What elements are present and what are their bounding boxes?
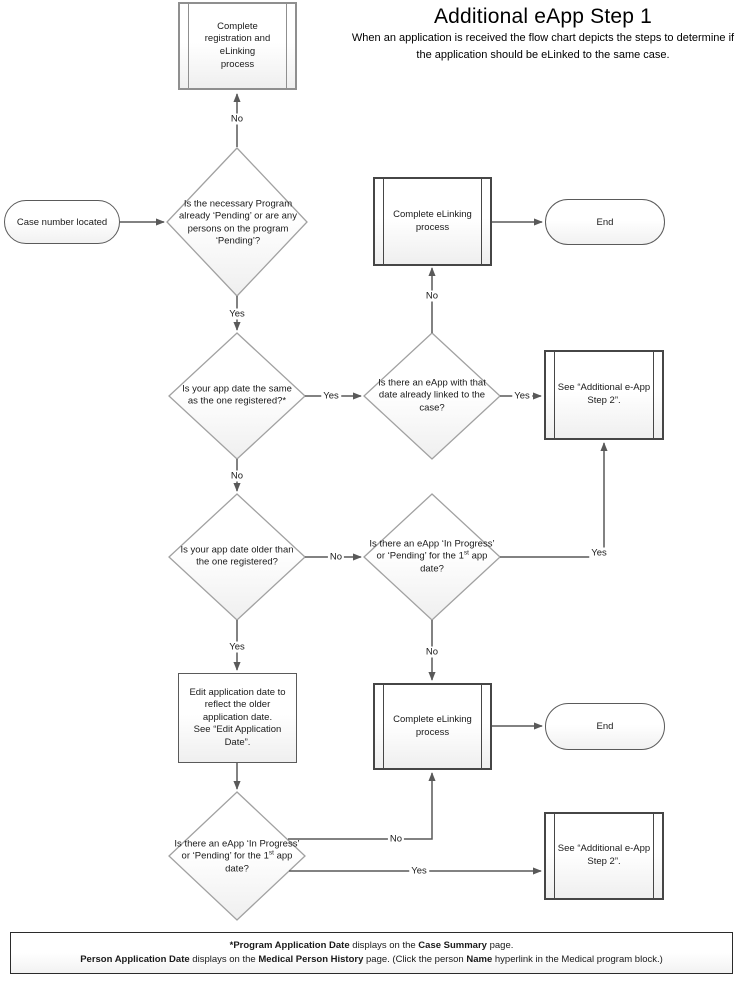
footnote-line2-bold-medical-person-history: Medical Person History — [258, 954, 364, 965]
process-edit-application-date-label: Edit application date to reflect the old… — [189, 686, 286, 748]
subprocess-see-additional-step2-1: See “Additional e-App Step 2”. — [544, 350, 664, 440]
footnote-line1-bold-case-summary: Case Summary — [418, 939, 487, 951]
terminator-end-1-label: End — [596, 216, 614, 228]
decision-inprogress-2-text: Is there an eApp ‘In Progress’ or ‘Pendi… — [174, 838, 300, 862]
subprocess-see-additional-step2-2: See “Additional e-App Step 2”. — [544, 812, 664, 900]
subprocess-complete-elinking-1: Complete eLinking process — [373, 177, 492, 266]
decision-inprogress-2-text2: app date? — [225, 850, 293, 875]
terminator-case-number-located-label: Case number located — [16, 216, 108, 228]
edge-label-no-d4-d5: No — [327, 551, 345, 563]
subprocess-see-additional-step2-1-label: See “Additional e-App Step 2”. — [557, 382, 651, 406]
decision-inprogress-1-superscript: st — [463, 549, 469, 557]
decision-inprogress-2-superscript: st — [268, 849, 274, 857]
decision-shape-eapp-linked — [363, 332, 501, 460]
subprocess-complete-registration-label: Complete registration and eLinking proce… — [204, 20, 271, 70]
decision-eapp-linked-label: Is there an eApp with that date already … — [378, 377, 486, 414]
edge-label-no-d1-register: No — [228, 113, 246, 125]
edge-label-no-d6-elink2: No — [387, 833, 405, 845]
subprocess-complete-registration: Complete registration and eLinking proce… — [178, 2, 297, 90]
footnote-line1-bold-program-app-date: *Program Application Date — [229, 939, 350, 951]
page-title: Additional eApp Step 1 — [433, 5, 653, 28]
footnote-line-2: Person Application Date displays on the … — [11, 953, 732, 967]
footnote-line-1: *Program Application Date displays on th… — [11, 939, 732, 953]
edge-label-yes-d2-d3: Yes — [321, 390, 341, 402]
footnote-line2-text-1: displays on the — [189, 954, 259, 965]
decision-same-date-label: Is your app date the same as the one reg… — [182, 383, 292, 407]
process-edit-application-date: Edit application date to reflect the old… — [178, 673, 297, 763]
terminator-end-1: End — [545, 199, 665, 245]
decision-shape-inprogress-2 — [168, 791, 306, 921]
footnote-box: *Program Application Date displays on th… — [10, 932, 733, 974]
footnote-line1-text-1: displays on the — [349, 939, 419, 951]
edge-label-yes-d1-d2: Yes — [227, 308, 247, 320]
decision-inprogress-2-label: Is there an eApp ‘In Progress’ or ‘Pendi… — [174, 838, 300, 875]
subprocess-see-additional-step2-2-label: See “Additional e-App Step 2”. — [557, 843, 651, 867]
edge-label-yes-d4-edit: Yes — [227, 641, 247, 653]
decision-inprogress-1-text2: app date? — [420, 550, 488, 575]
footnote-line2-text-2: page. (Click the person — [363, 954, 467, 965]
footnote-line2-text-3: hyperlink in the Medical program block.) — [492, 954, 663, 965]
footnote-line1-text-2: page. — [486, 939, 514, 951]
edge-label-yes-d3-see1: Yes — [512, 390, 532, 402]
terminator-end-2: End — [545, 703, 665, 750]
connector-d5-to-see1 — [500, 442, 608, 558]
decision-program-pending-label: Is the necessary Program already ‘Pendin… — [179, 198, 297, 247]
page-subtitle: When an application is received the flow… — [351, 32, 735, 61]
subprocess-complete-elinking-1-label: Complete eLinking process — [393, 208, 472, 233]
decision-inprogress-1-label: Is there an eApp ‘In Progress’ or ‘Pendi… — [369, 538, 495, 575]
terminator-case-number-located: Case number located — [4, 200, 120, 244]
footnote-line2-bold-person-app-date: Person Application Date — [80, 954, 190, 965]
title-block: Additional eApp Step 1 When an applicati… — [348, 5, 738, 63]
decision-inprogress-1-text: Is there an eApp ‘In Progress’ or ‘Pendi… — [369, 538, 495, 562]
edge-label-yes-d6-see2: Yes — [409, 865, 429, 877]
subprocess-complete-elinking-2: Complete eLinking process — [373, 683, 492, 770]
footnote-line2-bold-name: Name — [466, 954, 493, 965]
edge-label-no-d2-d4: No — [228, 470, 246, 482]
edge-label-yes-d5-see1: Yes — [589, 547, 609, 559]
terminator-end-2-label: End — [596, 721, 614, 732]
edge-label-no-d3-elink1: No — [423, 290, 441, 302]
connector-d6-to-elink2 — [288, 772, 436, 840]
subprocess-complete-elinking-2-label: Complete eLinking process — [393, 713, 472, 738]
decision-older-date-label: Is your app date older than the one regi… — [180, 544, 294, 568]
edge-label-no-d5-elink2: No — [423, 646, 441, 658]
